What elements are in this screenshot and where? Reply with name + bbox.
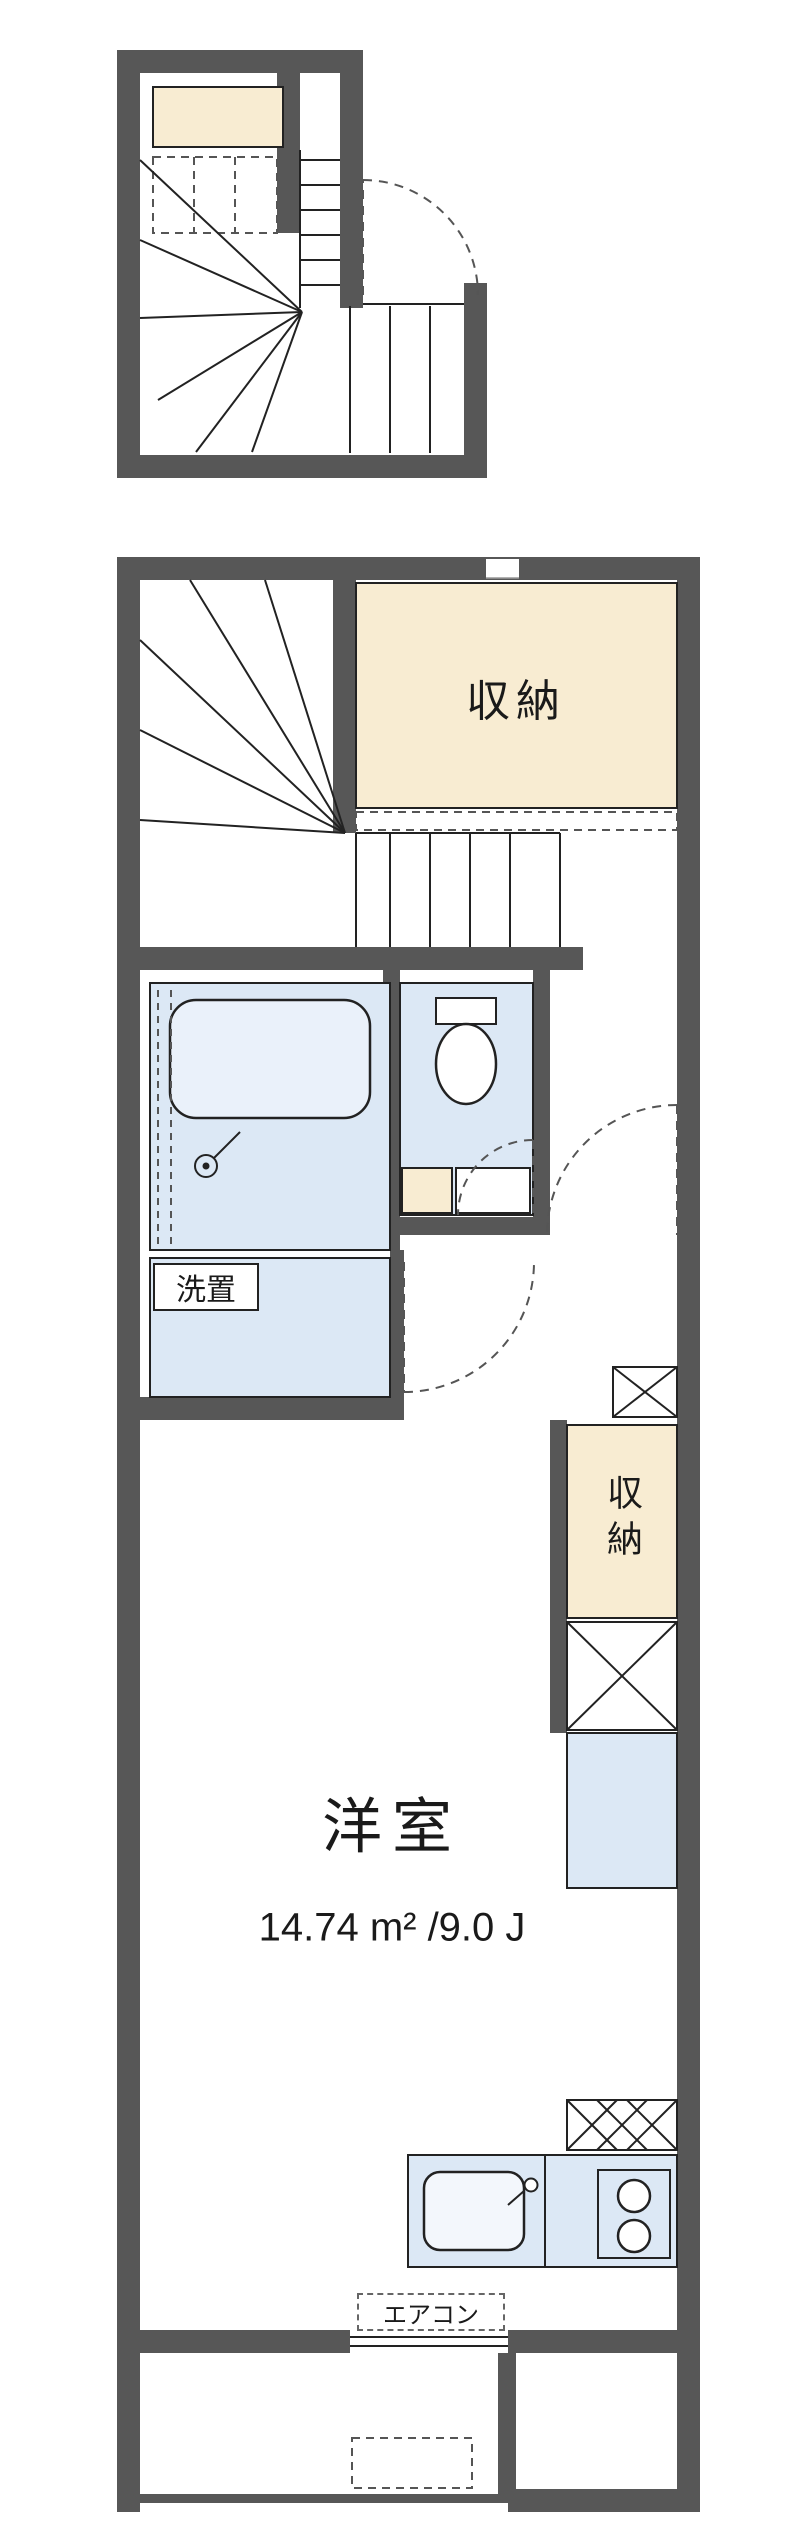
toilet-tank-icon bbox=[435, 997, 497, 1025]
main-floor-plan bbox=[117, 557, 700, 2512]
toilet-room bbox=[399, 982, 534, 1216]
stove-counter bbox=[544, 2154, 678, 2268]
faucet-icon bbox=[523, 2177, 539, 2193]
entry-door-swing bbox=[362, 179, 479, 296]
top-wall-notch bbox=[486, 559, 519, 579]
stove-box bbox=[597, 2169, 671, 2259]
upper-floor-walls bbox=[117, 50, 487, 478]
label-room-area: 14.74 m² /9.0 J bbox=[258, 1905, 526, 1950]
label-storage-side: 収納 bbox=[602, 1474, 643, 1566]
counter-box bbox=[401, 1167, 453, 1214]
sink-icon bbox=[422, 2170, 526, 2252]
label-storage-top: 収納 bbox=[466, 677, 566, 726]
pipe-space-xbox bbox=[566, 1621, 678, 1731]
toilet-bowl-icon bbox=[434, 1022, 498, 1106]
upper-stairs bbox=[139, 150, 464, 453]
outdoor-unit-box bbox=[351, 2437, 473, 2489]
hall-hatch-box bbox=[612, 1366, 678, 1418]
upper-floor-plan bbox=[117, 50, 487, 478]
vanity-box bbox=[455, 1167, 531, 1214]
label-laundry: 洗置 bbox=[153, 1263, 259, 1311]
toilet-door-swing bbox=[457, 1139, 534, 1216]
main-floor-walls bbox=[117, 557, 700, 2512]
burner-icon bbox=[616, 2178, 652, 2214]
main-stairs bbox=[139, 579, 561, 947]
label-aircon: エアコン bbox=[357, 2293, 505, 2331]
washroom-door-swing bbox=[403, 1261, 535, 1393]
storage-room-top bbox=[355, 582, 678, 809]
burner-icon bbox=[616, 2218, 652, 2254]
storage-room-side bbox=[566, 1424, 678, 1619]
bathtub-icon bbox=[168, 998, 372, 1120]
interior-door-swings bbox=[403, 1104, 678, 1393]
upper-closet bbox=[152, 156, 278, 234]
hall-door-swing bbox=[546, 1104, 678, 1236]
balcony-window bbox=[350, 2330, 508, 2353]
kitchen-hatch-box bbox=[566, 2099, 678, 2151]
bathroom bbox=[149, 982, 391, 1251]
counter-strip bbox=[566, 1732, 678, 1889]
upper-shelf bbox=[152, 86, 284, 148]
shower-drain-icon bbox=[194, 1154, 218, 1178]
storage-top-door-track bbox=[355, 811, 678, 831]
label-room-name: 洋室 bbox=[322, 1793, 462, 1861]
kitchen bbox=[407, 2099, 678, 2268]
bathroom-folding-door bbox=[157, 990, 172, 1244]
